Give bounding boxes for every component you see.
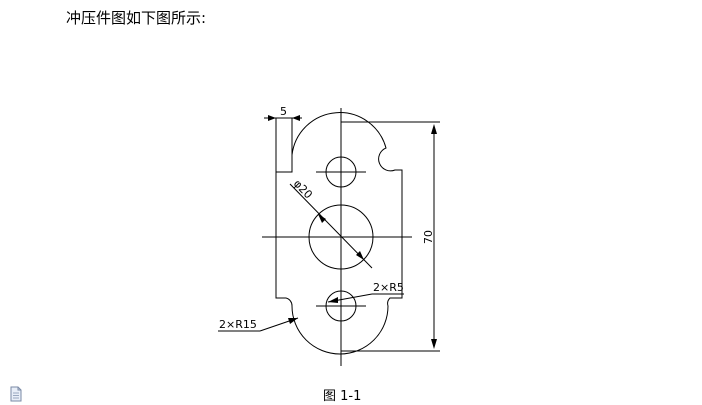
small-radius-label: 2×R5 <box>373 281 404 294</box>
document-icon <box>10 386 22 402</box>
diameter-leader <box>289 183 373 269</box>
part-outline <box>275 112 403 355</box>
r5-leader <box>327 293 404 303</box>
overall-height-label: 70 <box>422 230 435 244</box>
slot <box>275 118 293 172</box>
slot-width-dimension <box>264 115 302 121</box>
intro-text: 冲压件图如下图所示: <box>66 9 207 27</box>
height-dimension <box>341 121 440 352</box>
slot-width-label: 5 <box>280 105 287 118</box>
center-lines <box>262 108 412 366</box>
outer-radius-label: 2×R15 <box>219 318 257 331</box>
figure-caption: 图 1-1 <box>323 389 362 404</box>
r15-leader <box>218 317 299 332</box>
diameter-label: φ20 <box>291 177 315 201</box>
